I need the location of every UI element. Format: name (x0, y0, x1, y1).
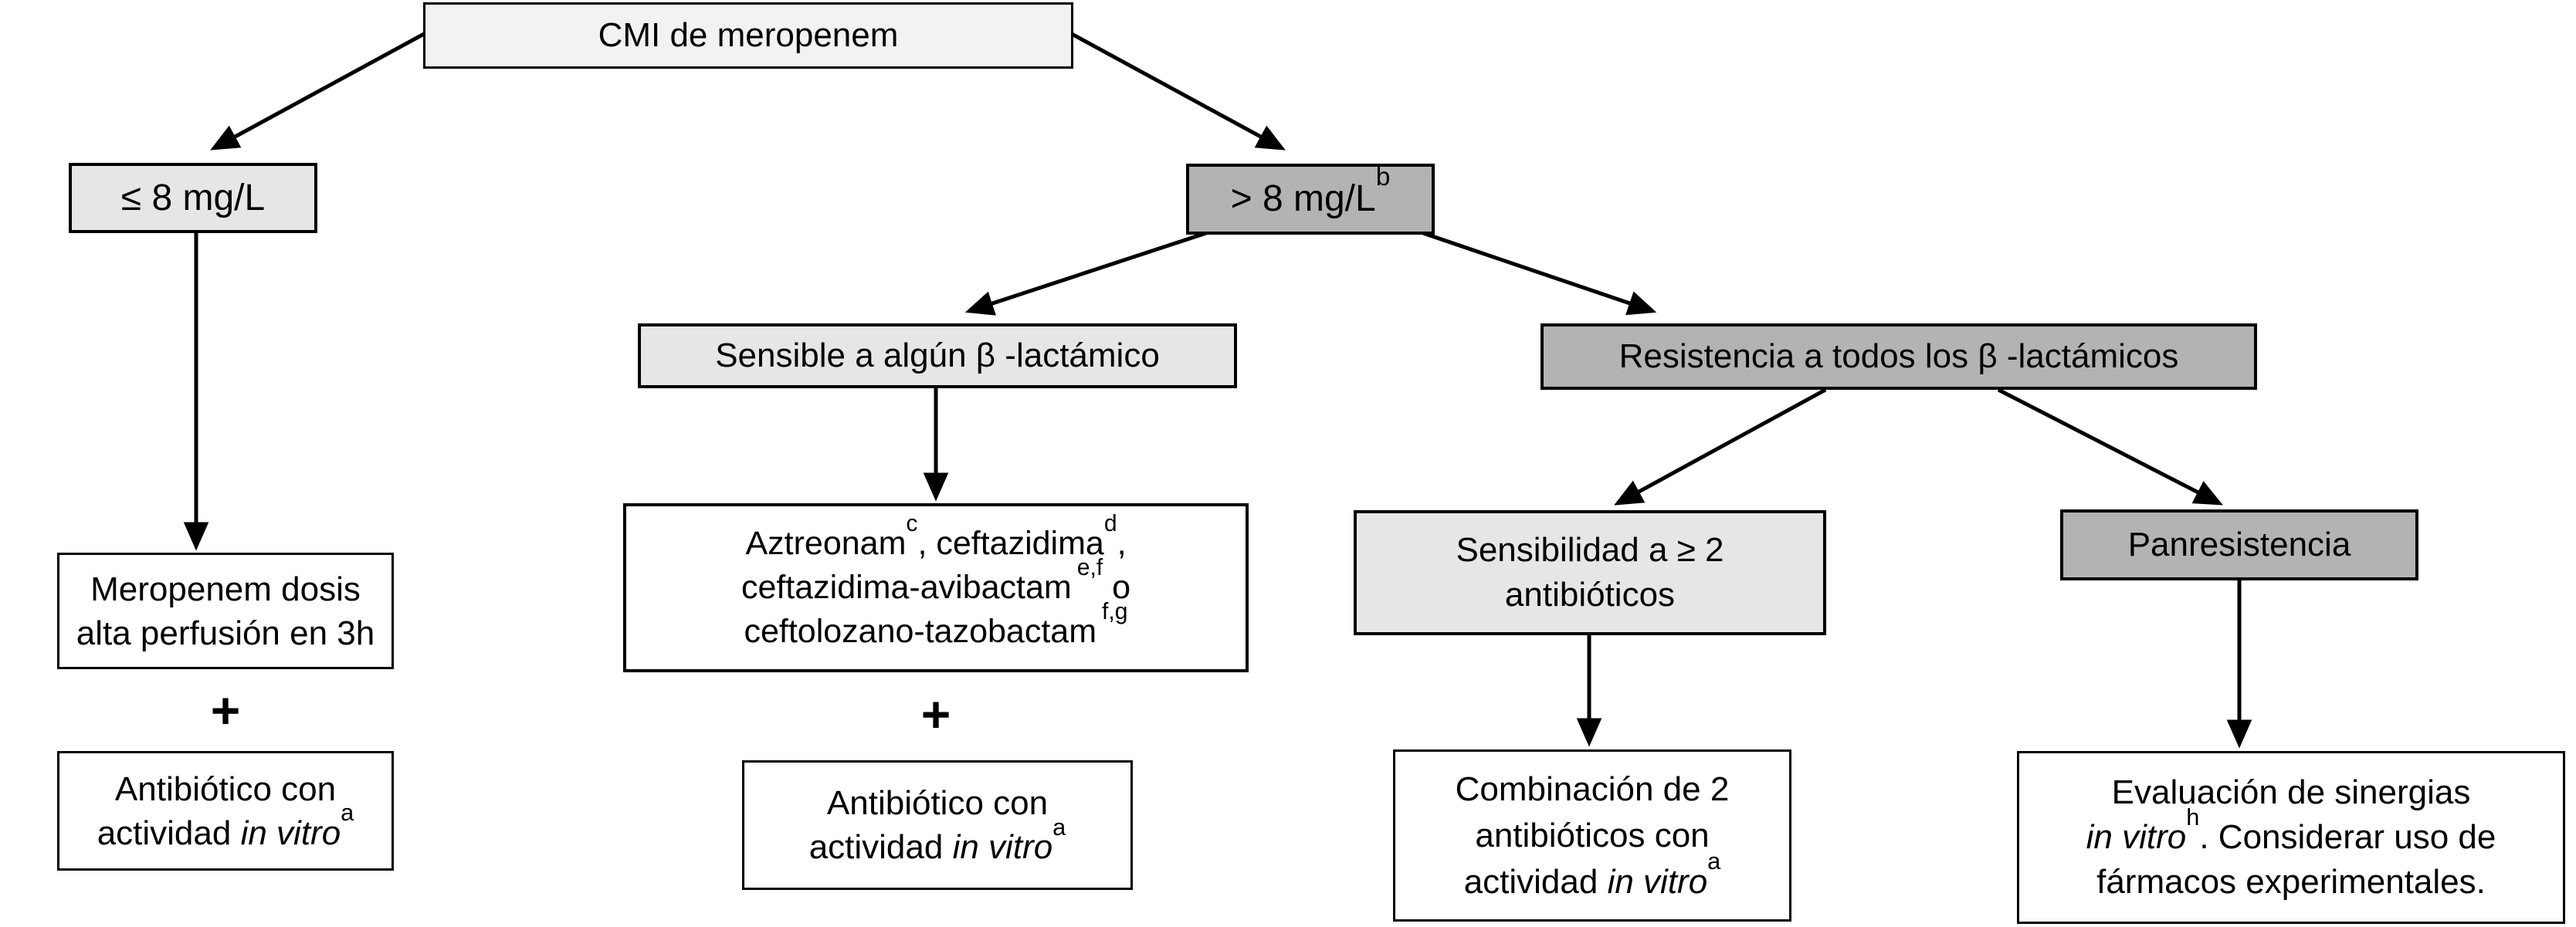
footnote-a: a (341, 799, 354, 827)
footnote-b: b (1375, 163, 1391, 192)
plus-sign-middle: + (920, 685, 951, 743)
combinacion-line2: antibióticos con (1475, 816, 1710, 854)
plus-sign-left: + (210, 682, 241, 739)
aztreonam-line3: ceftolozano-tazobactamf,g (744, 599, 1128, 650)
sensibilidad-line1: Sensibilidad a ≥ 2 (1456, 531, 1724, 569)
node-sensibilidad-2-antibioticos: Sensibilidad a ≥ 2 antibióticos (1354, 510, 1826, 635)
antibiotico-left-line2: actividad in vitroa (97, 799, 354, 852)
arrow-resistencia-to-panresistencia (1997, 387, 2223, 506)
arrow-gt8-to-resistencia (1422, 231, 1657, 316)
node-cmi-meropenem-label: CMI de meropenem (598, 15, 899, 54)
footnote-a: a (1052, 813, 1066, 841)
footnote-c: c (906, 511, 918, 537)
arrow-gt8-to-sensible (964, 231, 1207, 316)
node-mic-le-8-label: ≤ 8 mg/L (120, 177, 266, 218)
arrow-resistencia-to-sensibilidad (1614, 387, 1827, 506)
footnote-d: d (1103, 511, 1117, 537)
in-vitro-italic: in vitro (2086, 818, 2187, 856)
in-vitro-italic: in vitro (1607, 862, 1708, 901)
node-sensible-beta-lactamico: Sensible a algún β -lactámico (638, 323, 1237, 388)
node-mic-gt-8: > 8 mg/Lb (1186, 164, 1435, 235)
node-cmi-meropenem: CMI de meropenem (423, 2, 1073, 69)
node-panresistencia: Panresistencia (2060, 509, 2418, 580)
node-meropenem-dosis-alta: Meropenem dosis alta perfusión en 3h (57, 553, 394, 669)
aztreonam-line1: Aztreonamc, ceftazidimad, (745, 511, 1127, 562)
footnote-e-f: e,f (1076, 555, 1103, 581)
node-resistencia-beta-lactamicos: Resistencia a todos los β -lactámicos (1541, 323, 2257, 390)
footnote-h: h (2186, 803, 2200, 831)
panresistencia-label: Panresistencia (2127, 525, 2351, 563)
evaluacion-line1: Evaluación de sinergias (2111, 773, 2471, 811)
evaluacion-line2: in vitroh. Considerar uso de (2086, 803, 2496, 856)
node-mic-le-8: ≤ 8 mg/L (69, 163, 317, 233)
arrow-cmi-to-le8 (210, 32, 425, 151)
sensibilidad-line2: antibióticos (1504, 576, 1676, 614)
arrow-cmi-to-gt8 (1070, 32, 1286, 151)
antibiotico-mid-line2: actividad in vitroa (808, 813, 1066, 866)
node-combinacion-2-antibioticos: Combinación de 2 antibióticos con activi… (1393, 749, 1791, 922)
combinacion-line3: actividad in vitroa (1463, 847, 1721, 901)
antibiotico-mid-line1: Antibiótico con (826, 784, 1049, 822)
combinacion-line1: Combinación de 2 (1455, 770, 1730, 808)
footnote-a: a (1707, 847, 1721, 875)
meropenem-dose-line2: alta perfusión en 3h (76, 614, 375, 652)
evaluacion-line3: fármacos experimentales. (2096, 863, 2486, 901)
in-vitro-italic: in vitro (240, 814, 341, 852)
node-aztreonam-options: Aztreonamc, ceftazidimad, ceftazidima-av… (623, 503, 1249, 672)
node-mic-gt-8-label: > 8 mg/Lb (1230, 163, 1391, 220)
footnote-f-g: f,g (1102, 599, 1128, 625)
node-evaluacion-sinergias: Evaluación de sinergias in vitroh. Consi… (2017, 751, 2565, 924)
antibiotico-left-line1: Antibiótico con (114, 770, 337, 808)
node-antibiotico-actividad-middle: Antibiótico con actividad in vitroa (742, 760, 1133, 890)
meropenem-dose-line1: Meropenem dosis (90, 570, 361, 608)
in-vitro-italic: in vitro (952, 828, 1053, 866)
node-sensible-label: Sensible a algún β -lactámico (715, 336, 1160, 374)
node-antibiotico-actividad-left: Antibiótico con actividad in vitroa (57, 751, 394, 871)
aztreonam-line2: ceftazidima-avibactame,f o (741, 555, 1131, 606)
node-resistencia-label: Resistencia a todos los β -lactámicos (1618, 337, 2179, 375)
